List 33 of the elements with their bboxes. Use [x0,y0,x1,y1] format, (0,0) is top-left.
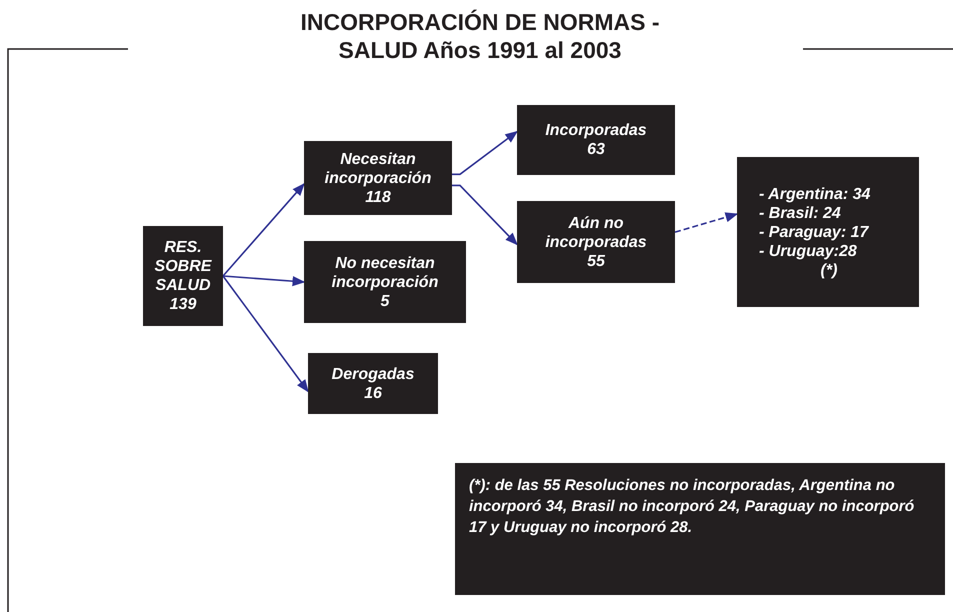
box-label: Necesitan incorporación [324,150,432,188]
box-label: 139 [170,295,196,314]
box-label: Aún no incorporadas [544,214,648,252]
footnote-text: (*): de las 55 Resoluciones no incorporadas, Argentina no incorporó 34, Brasil no incorporó 24, Paraguay no incorporó 17 y Uruguay no incorporó 28. [469,476,916,538]
arrow [674,212,738,233]
process-box [304,141,452,215]
box-label: Incorporadas [545,121,647,140]
box-label: - Uruguay:28 [759,242,857,260]
process-box [143,226,223,326]
arrow [222,276,309,392]
arrow [452,184,518,246]
box-label: Derogadas [332,364,414,384]
box-label: (*) [820,260,838,280]
arrow [222,275,306,286]
box-label: 16 [364,384,382,402]
box-label: 55 [587,252,605,270]
process-box [304,241,466,323]
process-box [517,105,675,175]
title: INCORPORACIÓN DE NORMAS - SALUD Años 1991 al 2003 [299,8,661,64]
process-box [517,201,675,283]
box-label: 5 [380,292,390,310]
arrow [222,182,305,277]
box-label: 63 [587,140,605,159]
process-box [308,353,438,414]
box-label: 118 [365,188,391,206]
box-label: - Paraguay: 17 [759,222,868,242]
box-label: - Brasil: 24 [759,204,841,222]
box-label: - Argentina: 34 [759,184,870,204]
arrow [452,130,518,176]
box-label: RES. SOBRE SALUD [154,238,213,295]
footnote-box [455,463,945,595]
process-box [737,157,919,307]
box-label: No necesitan incorporación [330,254,440,292]
